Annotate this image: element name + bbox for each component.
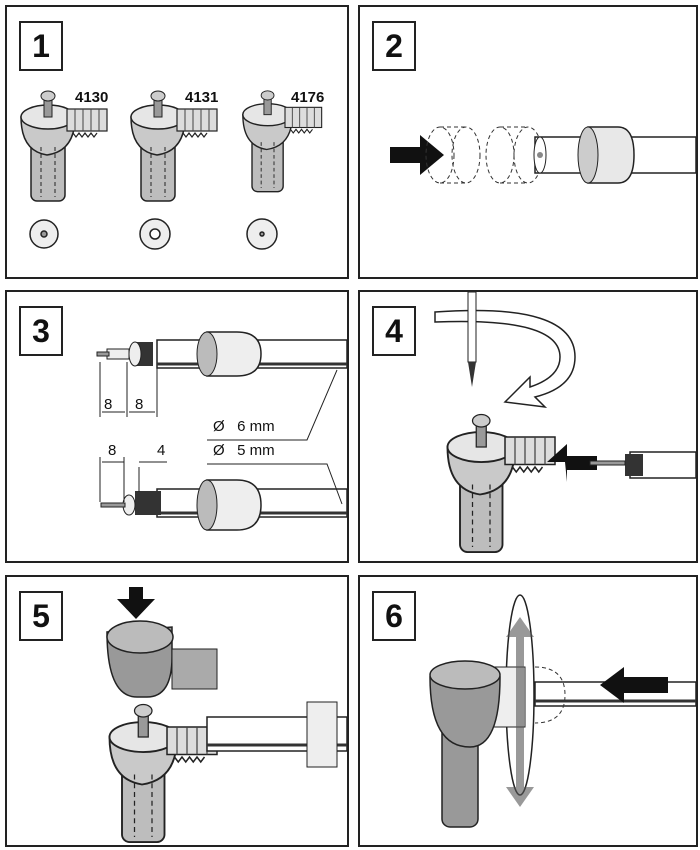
cable-diameter-5mm: Ø 5 mm (213, 442, 275, 459)
cable-6mm (96, 331, 347, 441)
step-number: 1 (19, 21, 63, 71)
push-arrow-icon (390, 135, 444, 175)
push-arrow-icon (600, 667, 668, 703)
step-number: 2 (372, 21, 416, 71)
step-6-panel: 6 (358, 575, 698, 847)
step-2-panel: 2 (358, 5, 698, 279)
model-label-4130: 4130 (75, 89, 109, 106)
rotate-arrow-icon (434, 309, 576, 409)
strip-length-a-6mm: 8 (104, 396, 113, 413)
step-number: 6 (372, 591, 416, 641)
screw-tighten-illustration (434, 292, 696, 553)
push-arrow-icon (547, 444, 597, 482)
model-label-4176: 4176 (291, 89, 325, 106)
step-number: 3 (19, 306, 63, 356)
step-4-panel: 4 (358, 290, 698, 563)
step-number: 4 (372, 306, 416, 356)
final-assembly-illustration (429, 594, 696, 828)
strip-length-b-6mm: 8 (135, 396, 144, 413)
connector-face-views (29, 218, 278, 250)
step-5-panel: 5 (5, 575, 349, 847)
rotate-arrow-icon (506, 617, 534, 807)
push-down-arrow-icon (117, 587, 155, 619)
step-3-panel: 3 8 8 Ø 6 mm 8 4 Ø 5 mm (5, 290, 349, 563)
connector-variants-illustration (20, 90, 323, 250)
connector-4130 (20, 90, 108, 202)
slide-nut-illustration (390, 126, 696, 184)
screwdriver-icon (467, 292, 477, 387)
cap-close-illustration (106, 587, 347, 844)
strip-length-a-5mm: 8 (108, 442, 117, 459)
step-1-panel: 1 4130 4131 4176 (5, 5, 349, 279)
cable-diameter-6mm: Ø 6 mm (213, 418, 275, 435)
connector-cap (106, 620, 218, 698)
model-label-4131: 4131 (185, 89, 219, 106)
cable-stripping-illustration (96, 331, 347, 531)
step-number: 5 (19, 591, 63, 641)
strip-length-b-5mm: 4 (157, 442, 166, 459)
connector-4131 (130, 90, 218, 202)
cable-5mm (99, 457, 347, 531)
